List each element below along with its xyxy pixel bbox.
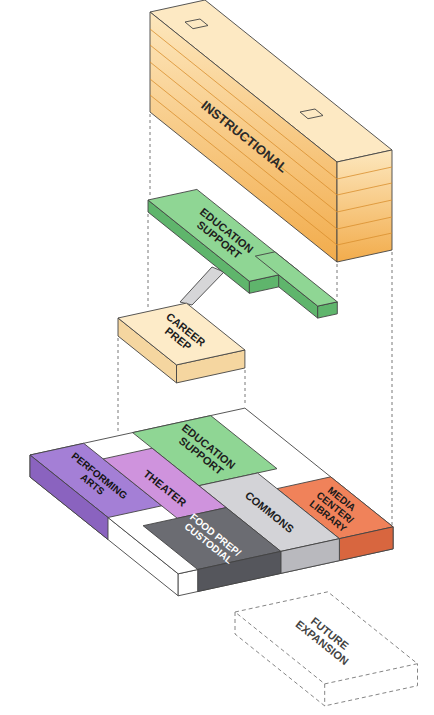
ground-floor-block [30, 408, 393, 596]
future-expansion-outline [235, 592, 418, 706]
zone-label: FUTURE EXPANSION [284, 600, 369, 675]
education-support-upper-block [148, 189, 337, 318]
career-prep-block [118, 303, 245, 383]
program-zone: FUTURE EXPANSION [284, 600, 369, 675]
